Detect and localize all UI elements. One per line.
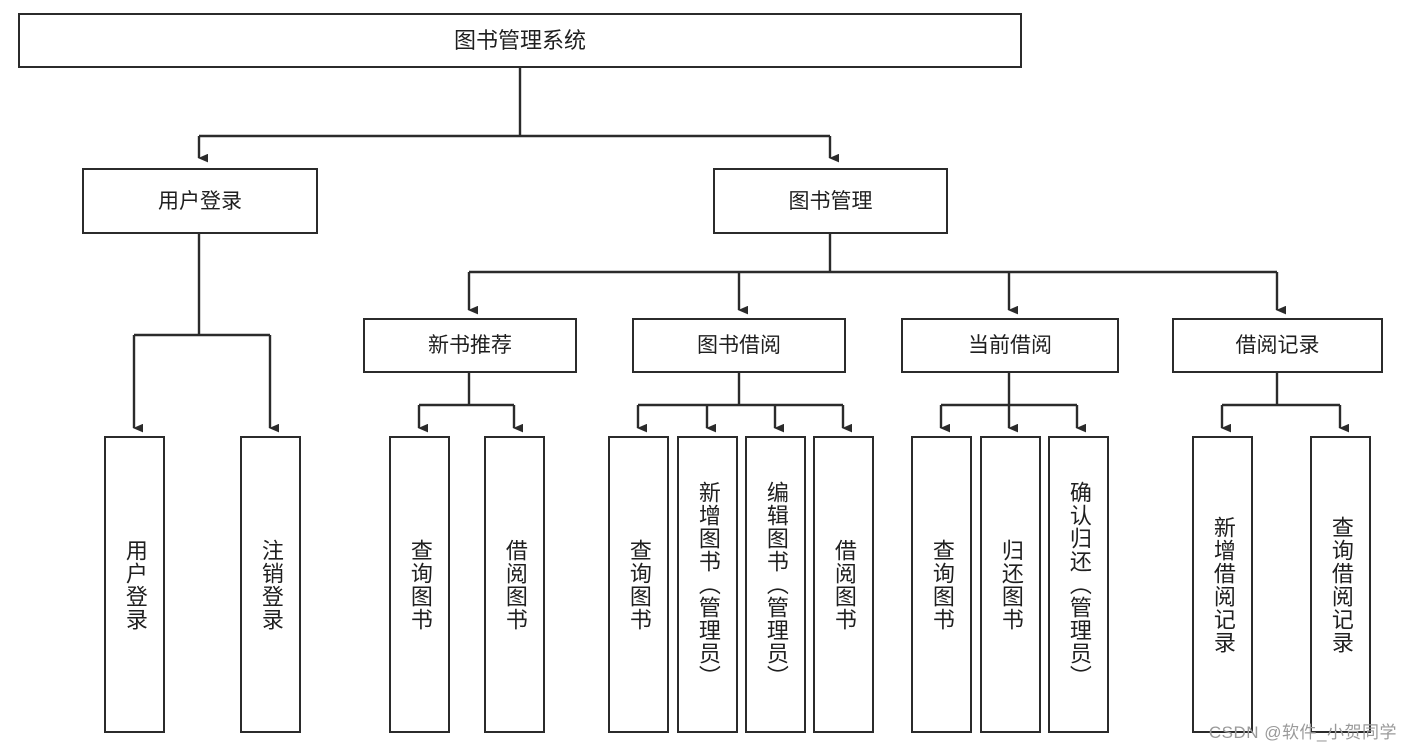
node-root-system[interactable]: 图书管理系统 (18, 13, 1022, 68)
node-label: 借阅图书 (831, 538, 857, 631)
watermark-text: CSDN @软件_小贺同学 (1208, 723, 1397, 742)
node-new-book-recommend[interactable]: 新书推荐 (363, 318, 577, 373)
leaf-add-book[interactable]: 新增图书（管理员） (677, 436, 738, 733)
node-label: 用户登录 (158, 189, 242, 213)
leaf-logout[interactable]: 注销登录 (240, 436, 301, 733)
node-user-login[interactable]: 用户登录 (82, 168, 318, 234)
node-label: 用户登录 (122, 538, 148, 631)
node-label: 图书管理 (788, 189, 873, 213)
leaf-add-record[interactable]: 新增借阅记录 (1192, 436, 1253, 733)
leaf-edit-book[interactable]: 编辑图书（管理员） (745, 436, 806, 733)
leaf-borrow-book-1[interactable]: 借阅图书 (484, 436, 545, 733)
node-label: 图书管理系统 (453, 27, 586, 53)
leaf-confirm-return[interactable]: 确认归还（管理员） (1048, 436, 1109, 733)
leaf-borrow-book-2[interactable]: 借阅图书 (813, 436, 874, 733)
node-label: 查询借阅记录 (1328, 515, 1354, 654)
leaf-query-book-2[interactable]: 查询图书 (608, 436, 669, 733)
leaf-query-book-3[interactable]: 查询图书 (911, 436, 972, 733)
node-current-borrow[interactable]: 当前借阅 (901, 318, 1119, 373)
node-label: 新增借阅记录 (1210, 515, 1236, 654)
node-label: 图书借阅 (697, 334, 781, 357)
node-label: 借阅图书 (502, 538, 528, 631)
leaf-query-record[interactable]: 查询借阅记录 (1310, 436, 1371, 733)
node-label: 新增图书（管理员） (695, 481, 721, 688)
node-borrow-record[interactable]: 借阅记录 (1172, 318, 1383, 373)
node-label: 新书推荐 (428, 334, 512, 357)
node-label: 归还图书 (998, 538, 1024, 631)
node-label: 注销登录 (258, 538, 284, 631)
leaf-user-login[interactable]: 用户登录 (104, 436, 165, 733)
node-label: 查询图书 (407, 538, 433, 631)
node-book-borrow[interactable]: 图书借阅 (632, 318, 846, 373)
node-book-manage[interactable]: 图书管理 (713, 168, 948, 234)
node-label: 确认归还（管理员） (1066, 481, 1092, 688)
node-label: 编辑图书（管理员） (763, 481, 789, 688)
node-label: 借阅记录 (1235, 334, 1320, 357)
node-label: 查询图书 (929, 538, 955, 631)
node-label: 查询图书 (626, 538, 652, 631)
leaf-return-book[interactable]: 归还图书 (980, 436, 1041, 733)
node-label: 当前借阅 (968, 334, 1052, 357)
leaf-query-book-1[interactable]: 查询图书 (389, 436, 450, 733)
